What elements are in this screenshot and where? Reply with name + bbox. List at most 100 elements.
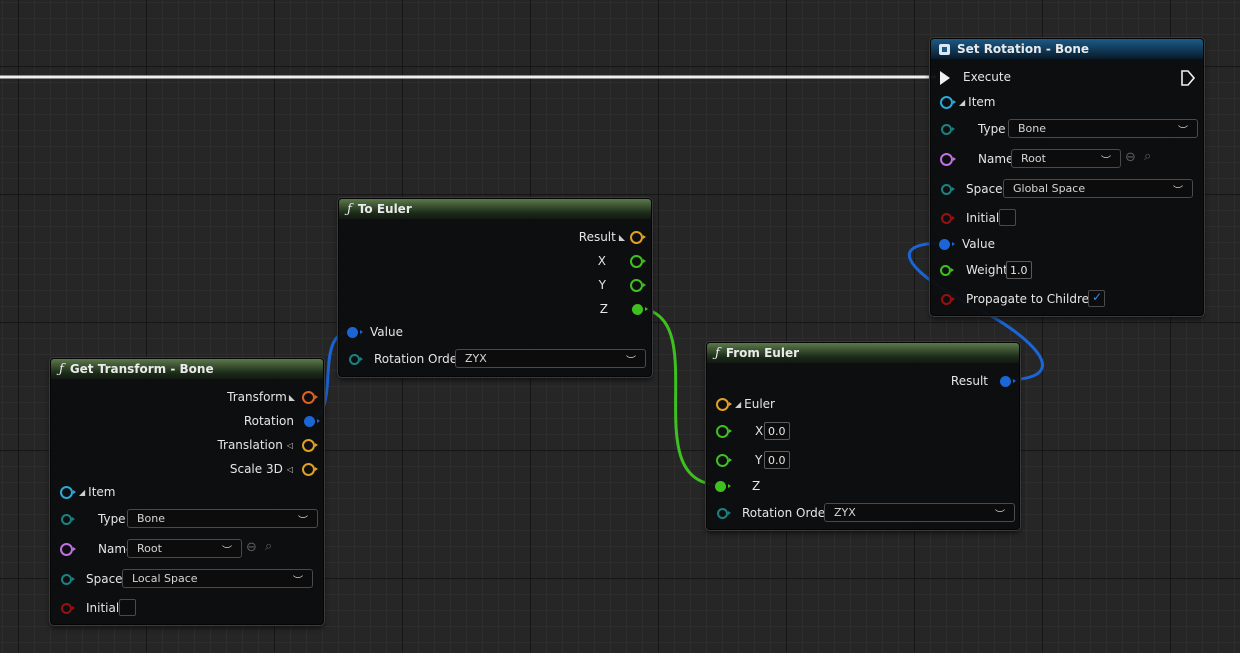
y-value-field[interactable]: 0.0 (764, 451, 790, 469)
name-value: Root (1021, 152, 1046, 165)
type-input-pin[interactable] (941, 123, 955, 135)
rotation-output-pin[interactable] (304, 415, 320, 427)
rotation-order-label: Rotation Order (742, 506, 831, 520)
function-icon: ƒ (347, 201, 352, 217)
function-icon: ƒ (59, 361, 64, 377)
x-input-pin[interactable] (716, 424, 732, 438)
initial-label: Initial (86, 601, 120, 615)
name-input-pin[interactable] (940, 152, 956, 166)
result-output-pin[interactable] (1000, 375, 1016, 387)
scale-output-pin[interactable] (302, 462, 318, 476)
y-label: Y (755, 453, 763, 467)
scale-output-label: Scale 3D (229, 462, 283, 476)
propagate-checkbox[interactable]: ✓ (1088, 290, 1105, 307)
to-euler-node[interactable]: ƒ To Euler Result ◣ X Y Z Value Rotation… (338, 198, 652, 377)
rotation-output-label: Rotation (243, 414, 294, 428)
rotation-order-input-pin[interactable] (717, 507, 731, 519)
node-header[interactable]: Set Rotation - Bone (931, 39, 1203, 59)
type-dropdown[interactable]: Bone ︶ (127, 509, 318, 528)
propagate-input-pin[interactable] (941, 293, 955, 305)
execute-input-pin[interactable] (940, 71, 950, 85)
space-dropdown[interactable]: Global Space ︶ (1003, 179, 1193, 198)
node-header[interactable]: ƒ Get Transform - Bone (51, 359, 323, 379)
space-label: Space (86, 572, 123, 586)
name-dropdown[interactable]: Root ︶ (127, 539, 242, 558)
result-output-label: Result (950, 374, 988, 388)
initial-input-pin[interactable] (941, 212, 955, 224)
type-value: Bone (1018, 122, 1047, 135)
set-node-icon (939, 43, 950, 55)
value-input-pin[interactable] (939, 238, 955, 250)
rotation-order-value: ZYX (834, 506, 856, 519)
weight-value-field[interactable]: 1.0 (1006, 261, 1032, 279)
function-icon: ƒ (715, 345, 720, 361)
name-label: Name (978, 152, 1014, 166)
item-label: Item (88, 485, 116, 499)
expand-triangle-icon[interactable]: ◢ (959, 97, 966, 107)
browse-search-icon[interactable]: ⌕ (1144, 149, 1152, 164)
translation-output-label: Translation (217, 438, 283, 452)
weight-label: Weight (966, 263, 1008, 277)
name-dropdown[interactable]: Root ︶ (1011, 149, 1121, 168)
item-input-pin[interactable] (940, 95, 956, 109)
node-header[interactable]: ƒ To Euler (339, 199, 651, 219)
type-label: Type (978, 122, 1006, 136)
node-title: Set Rotation - Bone (957, 42, 1090, 56)
z-output-pin[interactable] (632, 303, 648, 315)
rotation-order-input-pin[interactable] (349, 353, 363, 365)
expand-triangle-icon[interactable]: ◁ (286, 440, 293, 450)
rotation-order-dropdown[interactable]: ZYX ︶ (824, 503, 1015, 522)
z-input-pin[interactable] (715, 480, 731, 492)
expand-triangle-icon[interactable]: ◢ (79, 487, 86, 497)
name-input-pin[interactable] (60, 542, 76, 556)
execute-output-pin[interactable] (1181, 70, 1195, 86)
space-input-pin[interactable] (941, 183, 955, 195)
name-label: Name (98, 542, 134, 556)
initial-checkbox[interactable] (999, 209, 1016, 226)
expand-triangle-icon[interactable]: ◣ (618, 232, 625, 242)
propagate-label: Propagate to Children (966, 292, 1097, 306)
chevron-down-icon: ︶ (293, 576, 303, 587)
transform-output-pin[interactable] (302, 390, 318, 404)
type-dropdown[interactable]: Bone ︶ (1008, 119, 1198, 138)
chevron-down-icon: ︶ (298, 516, 308, 527)
node-header[interactable]: ƒ From Euler (707, 343, 1019, 363)
from-euler-node[interactable]: ƒ From Euler Result ◢ Euler X 0.0 Y 0.0 … (706, 342, 1020, 530)
euler-input-pin[interactable] (716, 397, 732, 411)
result-output-pin[interactable] (630, 230, 646, 244)
rotation-order-dropdown[interactable]: ZYX ︶ (455, 349, 646, 368)
translation-output-pin[interactable] (302, 438, 318, 452)
result-output-label: Result (578, 230, 616, 244)
weight-input-pin[interactable] (940, 264, 954, 276)
initial-input-pin[interactable] (61, 602, 75, 614)
value-input-pin[interactable] (347, 326, 363, 338)
x-value-field[interactable]: 0.0 (764, 422, 790, 440)
x-value: 0.0 (768, 424, 786, 438)
space-label: Space (966, 182, 1003, 196)
z-label: Z (752, 479, 761, 493)
chevron-down-icon: ︶ (1178, 126, 1188, 137)
x-label: X (755, 424, 764, 438)
browse-search-icon[interactable]: ⌕ (265, 539, 273, 554)
expand-triangle-icon[interactable]: ◁ (286, 464, 293, 474)
get-transform-bone-node[interactable]: ƒ Get Transform - Bone Transform ◣ Rotat… (50, 358, 324, 625)
use-selected-arrow-icon[interactable]: ⊖ (1125, 150, 1136, 165)
initial-label: Initial (966, 211, 1000, 225)
initial-checkbox[interactable] (119, 599, 136, 616)
y-input-pin[interactable] (716, 453, 732, 467)
space-value: Global Space (1013, 182, 1086, 195)
expand-triangle-icon[interactable]: ◢ (735, 399, 742, 409)
y-output-pin[interactable] (630, 278, 646, 292)
use-selected-arrow-icon[interactable]: ⊖ (246, 540, 257, 555)
item-input-pin[interactable] (60, 485, 76, 499)
x-output-pin[interactable] (630, 254, 646, 268)
type-input-pin[interactable] (61, 513, 75, 525)
chevron-down-icon: ︶ (1101, 156, 1111, 167)
space-dropdown[interactable]: Local Space ︶ (122, 569, 313, 588)
set-rotation-bone-node[interactable]: Set Rotation - Bone Execute ◢ Item Type … (930, 38, 1204, 316)
z-output-label: Z (599, 302, 608, 316)
space-input-pin[interactable] (61, 573, 75, 585)
chevron-down-icon: ︶ (626, 356, 636, 367)
item-label: Item (968, 95, 996, 109)
expand-triangle-icon[interactable]: ◣ (288, 392, 295, 402)
